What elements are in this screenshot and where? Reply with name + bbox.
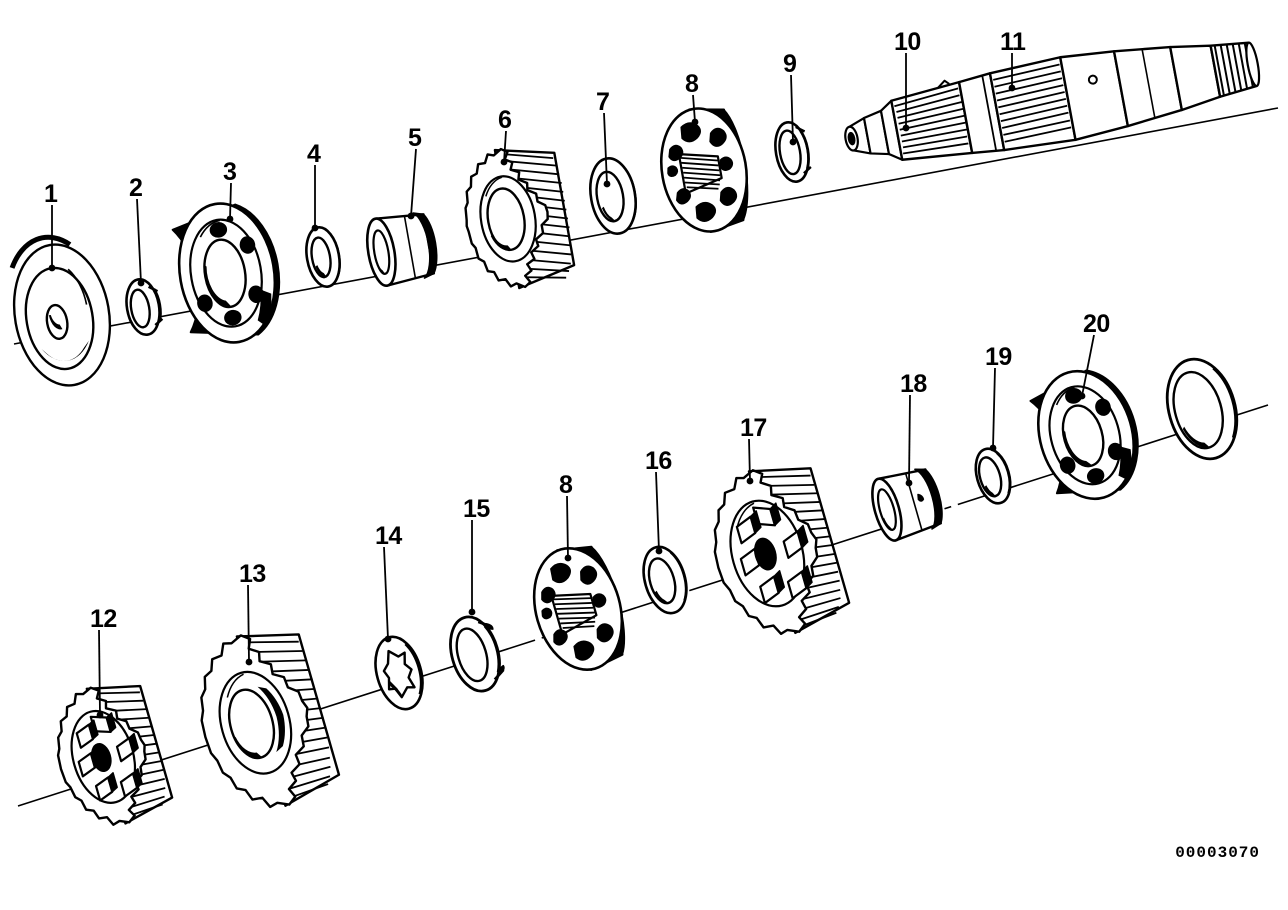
diagram-id-label: 00003070 [1175, 844, 1260, 862]
part-8-sliding-dog-hub-lower [532, 545, 626, 672]
callout-leader-20-20 [1081, 334, 1095, 397]
callout-dot-13-12 [245, 658, 253, 666]
callout-dot-14-13 [384, 635, 392, 643]
callout-leader-2-1 [136, 198, 142, 284]
callout-dot-11-10 [1008, 84, 1016, 92]
callout-number-6-5[interactable]: 6 [498, 106, 512, 134]
callout-leader-9-8 [790, 74, 794, 143]
callout-leader-18-18 [908, 394, 911, 484]
callout-leader-8-15 [566, 495, 569, 559]
callout-leader-14-13 [383, 546, 389, 640]
callout-dot-5-4 [407, 212, 415, 220]
callout-leader-16-16 [655, 471, 660, 552]
callout-dot-8-7 [691, 118, 699, 126]
callout-dot-7-6 [603, 180, 611, 188]
callout-number-8-15[interactable]: 8 [559, 471, 573, 499]
callout-number-14-13[interactable]: 14 [375, 522, 402, 550]
callout-number-11-10[interactable]: 11 [1000, 28, 1026, 56]
callout-leader-7-6 [603, 112, 608, 185]
lower-assembly-row [56, 357, 1239, 826]
callout-dot-18-18 [905, 479, 913, 487]
callout-dot-9-8 [789, 138, 797, 146]
part-20-ball-bearing-output [1029, 369, 1139, 501]
part-6-gear-helical-small [464, 147, 576, 290]
callout-number-19-19[interactable]: 19 [985, 343, 1012, 371]
callout-number-20-20[interactable]: 20 [1083, 310, 1110, 338]
callout-leader-3-2 [229, 182, 232, 220]
callout-number-9-8[interactable]: 9 [783, 50, 797, 78]
callout-dot-6-5 [500, 158, 508, 166]
part-16-thrust-washer-lower [642, 545, 688, 615]
part-18-bushing [871, 468, 943, 542]
part-17-gear-with-dogs-large [713, 467, 851, 636]
part-12-gear-with-dogs [56, 684, 174, 826]
callout-number-13-12[interactable]: 13 [239, 560, 266, 588]
callout-number-12-11[interactable]: 12 [90, 605, 117, 633]
callout-number-8-7[interactable]: 8 [685, 70, 699, 98]
callout-dot-8-15 [564, 554, 572, 562]
callout-dot-10-9 [902, 124, 910, 132]
upper-assembly-row [9, 41, 1261, 387]
callout-leader-5-4 [410, 148, 417, 217]
callout-dot-12-11 [96, 711, 104, 719]
part-15-circlip-large [449, 615, 505, 693]
part-13-gear-large [200, 633, 341, 809]
part-8-sliding-dog-hub-upper [659, 107, 749, 233]
callout-number-10-9[interactable]: 10 [894, 28, 921, 56]
callout-leader-12-11 [98, 629, 101, 716]
callout-dot-20-20 [1078, 392, 1086, 400]
callout-number-18-18[interactable]: 18 [900, 370, 927, 398]
callout-dot-3-2 [226, 215, 234, 223]
part-5-needle-bush [365, 212, 438, 288]
callout-dot-2-1 [137, 279, 145, 287]
part-1-thrust-cover-plate [9, 234, 112, 387]
callout-leader-13-12 [247, 584, 250, 663]
part-14-tab-lock-washer [374, 635, 424, 711]
callout-number-15-14[interactable]: 15 [463, 495, 490, 523]
callout-number-17-17[interactable]: 17 [740, 414, 767, 442]
callout-leader-8-7 [692, 94, 696, 123]
part-3-ball-bearing-large [171, 202, 281, 344]
callout-dot-15-14 [468, 608, 476, 616]
callout-number-3-2[interactable]: 3 [223, 158, 237, 186]
callout-number-1-0[interactable]: 1 [44, 180, 58, 208]
callout-number-7-6[interactable]: 7 [596, 88, 610, 116]
end-shim-washer [1165, 357, 1239, 461]
callout-leader-lines [48, 53, 1095, 719]
callout-number-4-3[interactable]: 4 [307, 140, 321, 168]
callout-dot-17-17 [746, 477, 754, 485]
callout-leader-6-5 [503, 130, 507, 163]
callout-number-5-4[interactable]: 5 [408, 124, 422, 152]
part-4-shim-washer [305, 226, 341, 288]
part-7-thrust-washer [589, 157, 637, 235]
callout-dot-1-0 [48, 264, 56, 272]
callout-dot-4-3 [311, 224, 319, 232]
part-19-shim-washer-lower [974, 447, 1012, 505]
callout-dot-19-19 [989, 444, 997, 452]
callout-number-16-16[interactable]: 16 [645, 447, 672, 475]
callout-leader-19-19 [992, 367, 996, 449]
part-2-circlip-small [125, 277, 164, 337]
callout-dot-16-16 [655, 547, 663, 555]
callout-number-2-1[interactable]: 2 [129, 174, 143, 202]
callout-leader-17-17 [748, 438, 751, 482]
